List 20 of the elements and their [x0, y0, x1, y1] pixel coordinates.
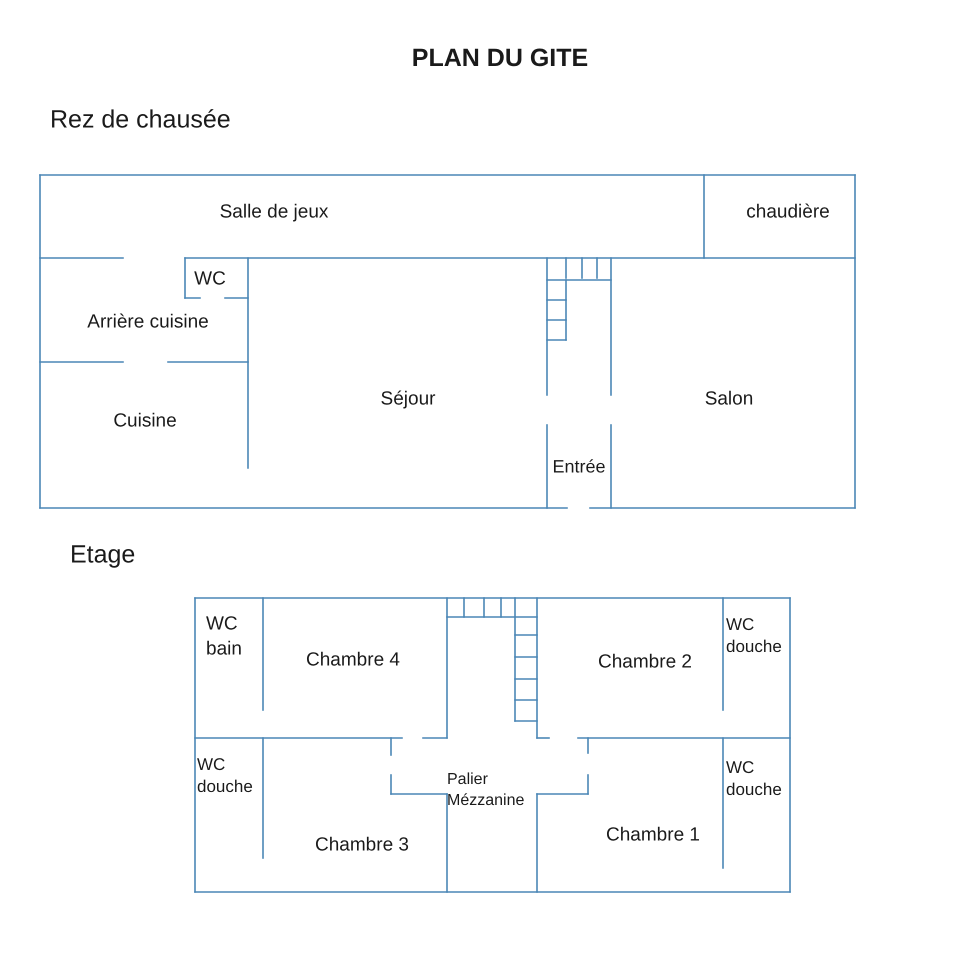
room-label: Chambre 3 — [315, 834, 409, 858]
plan-title: PLAN DU GITE — [410, 44, 590, 73]
floor-heading: Etage — [70, 540, 136, 570]
room-label: WC douche — [726, 614, 783, 658]
room-label: Cuisine — [113, 410, 177, 434]
room-label: Chambre 1 — [606, 824, 700, 848]
room-label: WC — [194, 268, 226, 292]
room-label: Chambre 4 — [306, 648, 400, 673]
floor-heading: Rez de chausée — [50, 106, 231, 134]
room-label: Séjour — [380, 388, 436, 412]
room-label: WC douche — [726, 756, 783, 801]
room-label: WC douche — [197, 754, 254, 798]
room-label: Palier Mézzanine — [447, 770, 526, 811]
room-label: Arrière cuisine — [87, 310, 209, 335]
room-label: Entrée — [552, 455, 606, 478]
room-label: Chambre 2 — [598, 650, 692, 675]
room-label: WC bain — [206, 612, 243, 661]
room-label: Salon — [704, 388, 754, 412]
room-label: chaudière — [746, 200, 830, 225]
room-label: Salle de jeux — [220, 200, 328, 225]
